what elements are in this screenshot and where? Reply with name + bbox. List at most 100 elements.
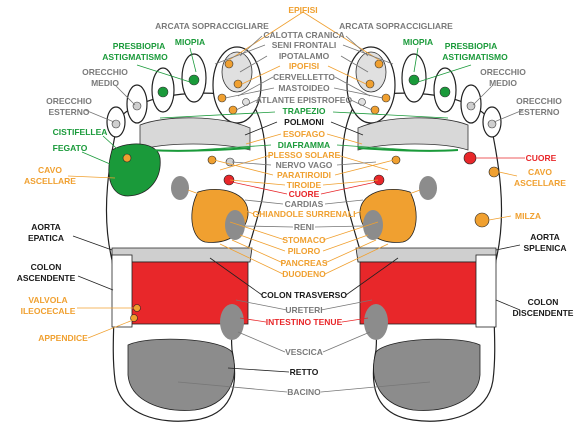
left-neck-dot-1 [218,94,226,102]
label-miopia-left: MIOPIA [175,37,205,47]
left-toe4-dot [133,102,141,110]
label-valvola-1: VALVOLA [28,295,67,305]
label-pancreas: PANCREAS [280,258,327,268]
label-orecchio-esterno-left-2: ESTERNO [48,107,89,117]
label-presbiopia-right: PRESBIOPIA [445,41,497,51]
label-arcata-right: ARCATA SOPRACCIGLIARE [339,21,453,31]
label-orecchio-esterno-left-1: ORECCHIO [46,96,92,106]
label-aorta-epatica-1: AORTA [31,222,61,232]
left-toe3-dot [158,87,168,97]
label-colon-discendente-1: COLON [528,297,559,307]
left-transverse-colon [112,248,252,262]
right-descending-colon [476,255,496,327]
label-stomaco: STOMACO [282,235,326,245]
right-cavo-dot [489,167,499,177]
left-valve-dot [134,305,141,312]
label-intestino: INTESTINO TENUE [266,317,343,327]
label-cavo-left-2: ASCELLARE [24,176,76,186]
right-toe5-dot [488,120,496,128]
right-bladder-zone [364,304,388,340]
label-orecchio-medio-left-1: ORECCHIO [82,67,128,77]
left-ascending-colon [112,255,132,327]
leader-aorta-r [496,245,520,250]
label-orecchio-esterno-right-1: ORECCHIO [516,96,562,106]
leader-aorta-l [73,236,112,250]
right-foot [342,47,501,421]
label-presbiopia-left: PRESBIOPIA [113,41,165,51]
leader-colon-asc-l [78,276,113,290]
leader-fegato-l [82,152,110,164]
label-plesso: PLESSO SOLARE [268,150,341,160]
label-reni: RENI [294,222,314,232]
leader-vescica-r [323,332,370,352]
label-fegato: FEGATO [53,143,88,153]
label-cuore-right: CUORE [526,153,557,163]
right-ipofisi-dot [366,80,374,88]
label-colon-discendente-2: DISCENDENTE [513,308,574,318]
label-piloro: PILORO [288,246,321,256]
left-adrenal-zone [171,176,189,200]
label-colon-trasverso: COLON TRASVERSO [261,290,347,300]
label-astigmatismo-left: ASTIGMATISMO [102,52,168,62]
label-calotta: CALOTTA CRANICA [263,30,344,40]
label-aorta-splenica-1: AORTA [530,232,560,242]
label-cervelletto: CERVELLETTO [273,72,335,82]
leader-cavo-r [499,172,517,176]
label-retto: RETTO [290,367,319,377]
label-cavo-right-2: ASCELLARE [514,178,566,188]
label-ghiandole: GHIANDOLE SURRENALI [253,209,356,219]
label-cavo-right-1: CAVO [528,167,552,177]
label-valvola-2: ILEOCECALE [21,306,76,316]
leader-vescica-l [238,332,285,352]
right-toe2-dot [409,75,419,85]
label-paratiroidi: PARATIROIDI [277,170,331,180]
label-arcata-left: ARCATA SOPRACCIGLIARE [155,21,269,31]
right-toe4-dot [467,102,475,110]
left-epifisi-dot [225,60,233,68]
left-ipofisi-dot [234,80,242,88]
label-ipotalamo: IPOTALAMO [279,51,330,61]
label-ureteri: URETERI [285,305,322,315]
label-aorta-splenica-2: SPLENICA [524,243,567,253]
label-colon-ascendente-1: COLON [31,262,62,272]
label-orecchio-medio-right-2: MEDIO [489,78,517,88]
label-epifisi: EPIFISI [288,5,317,15]
left-toe5-dot [112,120,120,128]
right-epifisi-dot [375,60,383,68]
right-pelvis-zone [374,339,480,410]
label-trapezio: TRAPEZIO [283,106,326,116]
left-toe2-dot [189,75,199,85]
left-pelvis-zone [128,339,234,410]
label-mastoideo: MASTOIDEO [278,83,330,93]
left-bladder-zone [220,304,244,340]
label-diaframma: DIAFRAMMA [278,140,330,150]
label-orecchio-medio-right-1: ORECCHIO [480,67,526,77]
label-milza: MILZA [515,211,541,221]
label-seni: SENI FRONTALI [272,40,337,50]
label-esofago: ESOFAGO [283,129,325,139]
label-bacino: BACINO [287,387,321,397]
label-nervo: NERVO VAGO [276,160,333,170]
label-appendice: APPENDICE [38,333,88,343]
right-toe3-dot [440,87,450,97]
label-astigmatismo-right: ASTIGMATISMO [442,52,508,62]
right-neck-dot-2 [371,106,379,114]
label-cistifellea: CISTIFELLEA [53,127,108,137]
left-foot [106,47,265,421]
label-duodeno: DUODENO [282,269,326,279]
right-heart-dot [464,152,476,164]
label-miopia-right: MIOPIA [403,37,433,47]
label-orecchio-medio-left-2: MEDIO [91,78,119,88]
label-colon-ascendente-2: ASCENDENTE [17,273,76,283]
right-spleen-dot [475,213,489,227]
right-adrenal-zone [419,176,437,200]
right-transverse-colon [356,248,496,262]
label-cuore-center: CUORE [289,189,320,199]
label-cavo-left-1: CAVO [38,165,62,175]
left-neck-dot-2 [229,106,237,114]
label-vescica: VESCICA [285,347,323,357]
right-neck-dot-1 [382,94,390,102]
label-atlante: ATLANTE EPISTROFEO [256,95,353,105]
